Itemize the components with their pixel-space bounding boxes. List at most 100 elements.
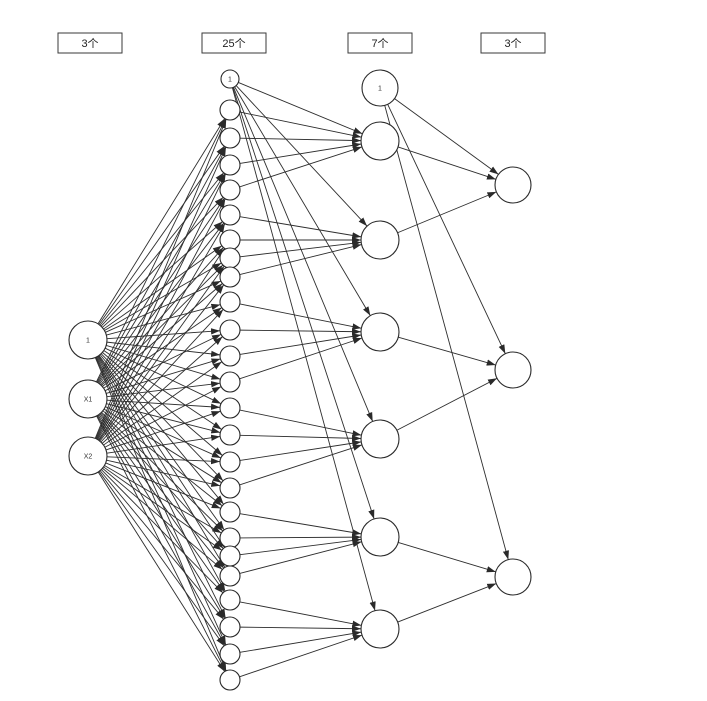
edge-arrow xyxy=(98,145,225,325)
edge-arrow xyxy=(96,198,226,440)
edge-arrow xyxy=(97,118,226,325)
edge-arrow xyxy=(99,413,225,569)
edge-arrow xyxy=(387,104,506,354)
edge-arrow xyxy=(101,221,223,328)
node-circle xyxy=(219,589,241,611)
edge-arrow xyxy=(97,356,226,568)
hidden-1-node: 1 xyxy=(220,69,240,89)
edge-arrow xyxy=(98,471,225,647)
edge-arrow xyxy=(231,87,376,611)
layer-label-text: 3个 xyxy=(81,37,98,50)
edge-arrow xyxy=(98,355,225,531)
layer-label-box xyxy=(347,32,413,54)
edge-arrow xyxy=(103,245,223,330)
edge-arrow xyxy=(239,540,362,574)
edge-arrow xyxy=(239,111,362,139)
edge-arrow xyxy=(238,82,363,135)
node-label: 1 xyxy=(378,86,382,93)
edge-arrow xyxy=(95,357,227,646)
hidden-1-node xyxy=(219,424,241,446)
edge-arrow xyxy=(101,264,224,386)
edge-arrow xyxy=(384,105,509,560)
edge-arrow xyxy=(233,87,374,422)
hidden-2-node xyxy=(360,220,400,260)
edge-arrow xyxy=(101,411,224,532)
node-circle xyxy=(219,397,241,419)
hidden-1-node xyxy=(219,229,241,251)
edge-arrow xyxy=(106,328,221,340)
node-circle xyxy=(220,69,240,89)
node-circle xyxy=(219,319,241,341)
hidden-1-node xyxy=(219,204,241,226)
edge-arrow xyxy=(105,462,221,509)
layer-label-text: 25个 xyxy=(222,37,245,50)
edge-arrow xyxy=(239,537,362,556)
edge-arrow xyxy=(105,406,222,459)
edge-arrow xyxy=(99,222,225,385)
node-circle xyxy=(68,320,108,360)
node-circle xyxy=(219,565,241,587)
node-circle xyxy=(219,545,241,567)
hidden-1-node xyxy=(219,154,241,176)
edge-arrow xyxy=(100,247,224,386)
edge-arrow xyxy=(397,146,497,180)
hidden-2-node xyxy=(360,609,400,649)
node-label: X1 xyxy=(84,397,93,404)
edge-arrow xyxy=(234,86,371,316)
edge-arrow xyxy=(98,198,225,384)
layer-label-box xyxy=(480,32,546,54)
hidden-1-node xyxy=(219,266,241,288)
node-circle xyxy=(494,558,532,596)
edge-arrow xyxy=(239,216,362,239)
edge-arrow xyxy=(99,354,224,505)
hidden-1-node xyxy=(219,127,241,149)
hidden-1-node xyxy=(219,319,241,341)
edge-arrow xyxy=(96,415,226,672)
edge-arrow xyxy=(239,634,363,678)
edge-arrow xyxy=(94,357,227,671)
node-circle xyxy=(219,424,241,446)
edge-arrow xyxy=(239,625,362,632)
edge-arrow xyxy=(96,356,226,592)
edge-arrow xyxy=(104,465,222,534)
hidden-1-node xyxy=(219,527,241,549)
node-circle xyxy=(360,220,400,260)
edge-arrow xyxy=(103,350,222,430)
hidden-2-node xyxy=(360,517,400,557)
input-node: 1 xyxy=(68,320,108,360)
hidden-1-node xyxy=(219,616,241,638)
node-circle xyxy=(219,616,241,638)
hidden-1-node xyxy=(219,589,241,611)
edge-arrow xyxy=(232,87,375,520)
hidden-1-node xyxy=(219,669,241,691)
hidden-1-node xyxy=(219,451,241,473)
node-label: 1 xyxy=(86,338,90,345)
edge-arrow xyxy=(239,333,362,355)
hidden-1-node xyxy=(219,545,241,567)
edge-arrow xyxy=(239,444,363,486)
edge-arrow xyxy=(99,172,225,326)
input-node: X1 xyxy=(68,379,108,419)
edge-arrow xyxy=(105,280,222,333)
node-label: 1 xyxy=(228,77,232,84)
edge-arrow xyxy=(239,137,362,144)
edge-arrow xyxy=(239,630,362,653)
node-circle xyxy=(219,345,241,367)
node-circle xyxy=(219,371,241,393)
edge-arrow xyxy=(96,146,226,383)
node-circle xyxy=(360,609,400,649)
node-circle xyxy=(219,266,241,288)
edge-arrow xyxy=(103,408,222,484)
edge-arrow xyxy=(396,377,498,431)
edge-arrow xyxy=(100,412,224,549)
edge-arrow xyxy=(106,399,221,410)
hidden-1-node xyxy=(219,345,241,367)
hidden-1-node xyxy=(219,643,241,665)
node-circle xyxy=(68,436,108,476)
edge-arrow xyxy=(97,223,226,440)
edge-arrow xyxy=(394,98,499,175)
hidden-1-node xyxy=(219,477,241,499)
node-circle xyxy=(219,229,241,251)
edge-arrow xyxy=(100,196,224,327)
